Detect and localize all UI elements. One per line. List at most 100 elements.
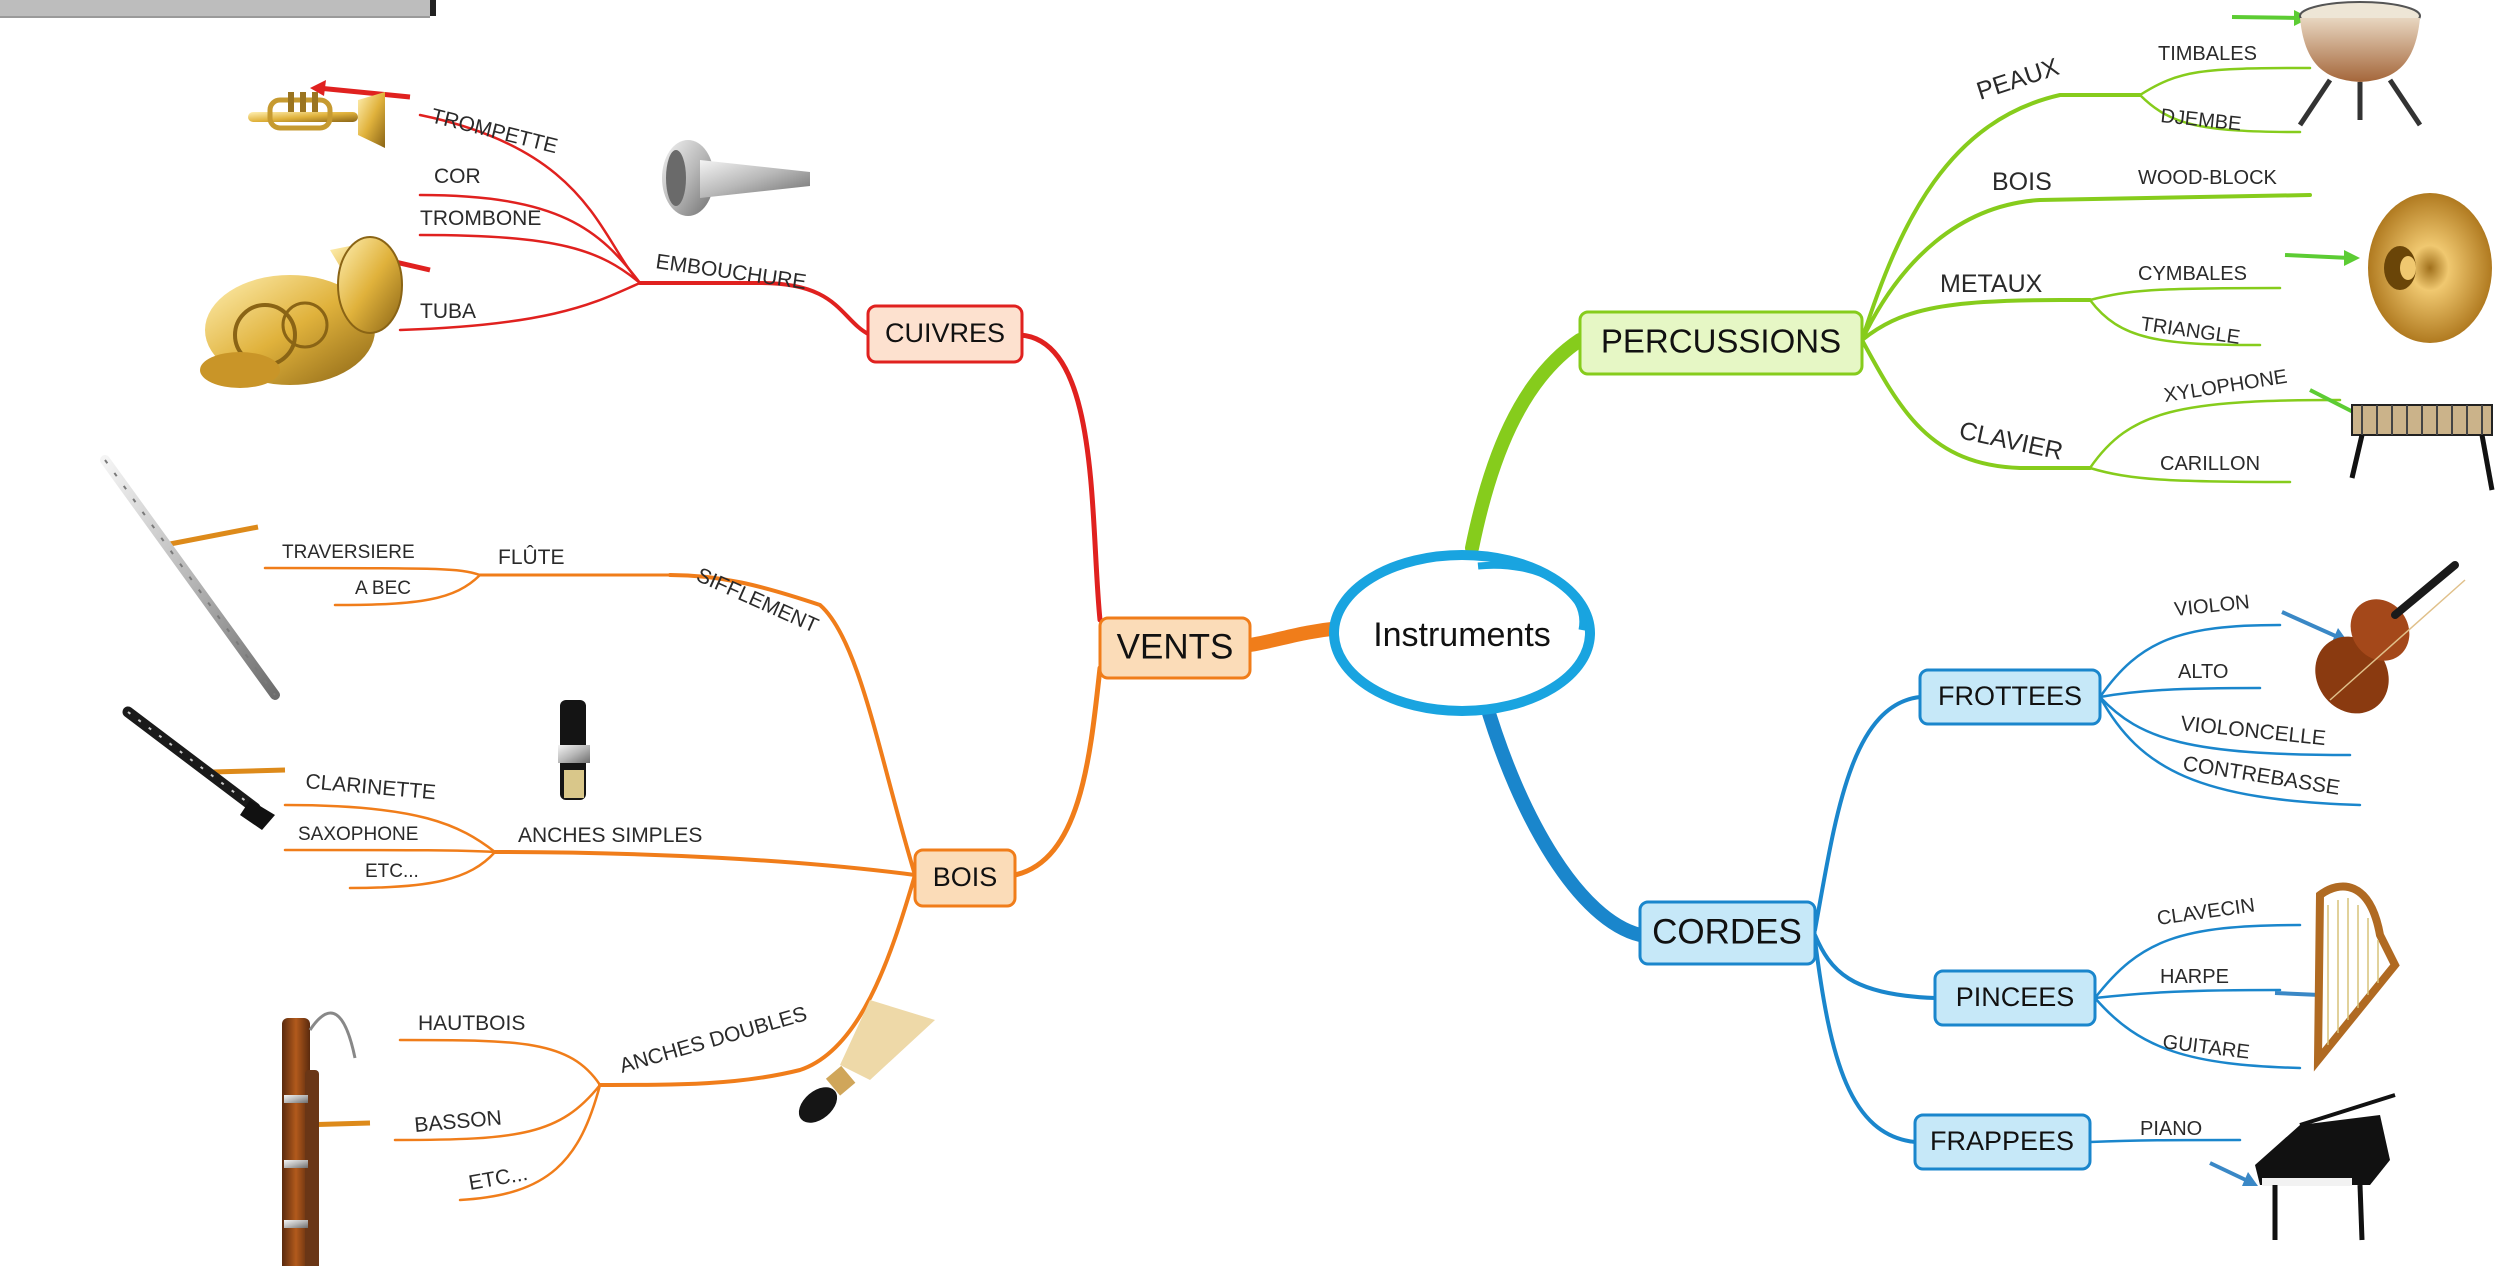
node-cuivres[interactable]: CUIVRES (866, 304, 1024, 364)
cymbal-icon (2368, 193, 2492, 343)
arrow-flute (169, 524, 259, 547)
arrow-timbales (2231, 10, 2310, 26)
branch-bois-anches-doubles (598, 873, 917, 1087)
branch-cordes-pincees (1813, 933, 1937, 1000)
arrow-clarinette (211, 767, 286, 775)
label-piano: PIANO (2140, 1118, 2202, 1140)
node-pincees[interactable]: PINCEES (1933, 969, 2097, 1027)
branch-hautbois (398, 1038, 602, 1087)
branch-vents-bois (1012, 665, 1103, 878)
branch-triangle (2088, 298, 2262, 347)
mouthpiece-icon (662, 140, 810, 216)
label-traversiere: TRAVERSIERE (282, 542, 415, 563)
branch-guitare (2093, 996, 2302, 1070)
branch-carillon (2088, 466, 2292, 484)
branch-cymbales (2088, 286, 2282, 302)
label-trombone: TROMBONE (420, 207, 541, 230)
branch-vents-cuivres (1017, 332, 1103, 623)
window-top-strip (0, 0, 436, 18)
branch-center-cordes (1478, 693, 1647, 942)
label-tuba: TUBA (420, 300, 476, 323)
node-vents-label: VENTS (1117, 627, 1234, 666)
arrow-harpe (2274, 991, 2321, 997)
branch-cordes-frappees (1813, 938, 1917, 1144)
label-hautbois: HAUTBOIS (418, 1012, 525, 1035)
arrow-cymbales (2284, 250, 2360, 266)
branch-lines (263, 66, 2362, 1202)
label-cymbales: CYMBALES (2138, 263, 2247, 285)
branch-djembe (2138, 93, 2302, 134)
bassoon-icon (282, 1011, 357, 1266)
violin-icon (2315, 561, 2466, 714)
timpani-icon (2297, 1, 2423, 127)
branch-etc1 (348, 850, 497, 890)
branch-bois-perc (1860, 193, 2312, 342)
node-pincees-label: PINCEES (1956, 982, 2075, 1012)
node-frappees[interactable]: FRAPPEES (1913, 1113, 2092, 1171)
label-carillon: CARILLON (2160, 453, 2260, 475)
label-saxophone: SAXOPHONE (298, 824, 418, 845)
harp-icon (2313, 882, 2400, 1072)
node-bois[interactable]: BOIS (913, 848, 1017, 908)
label-clarinette: CLARINETTE (305, 770, 437, 804)
branch-cor (418, 193, 642, 285)
label-wood-block: WOOD-BLOCK (2138, 167, 2278, 189)
label-embouchure: EMBOUCHURE (654, 250, 807, 294)
branch-tuba (398, 281, 642, 332)
branch-alto (2098, 686, 2262, 699)
branch-clarinette (283, 803, 497, 854)
node-cuivres-label: CUIVRES (885, 318, 1005, 348)
double-reed-icon (798, 1000, 935, 1123)
label-djembe: DJEMBE (2159, 105, 2242, 135)
label-harpe: HARPE (2160, 966, 2229, 988)
label-violon: VIOLON (2173, 591, 2250, 621)
branch-timbales (2138, 66, 2312, 97)
label-etc1: ETC... (365, 861, 419, 882)
branch-clavier (1860, 338, 2092, 470)
label-cor: COR (434, 165, 481, 188)
center-node[interactable]: Instruments (1329, 550, 1595, 716)
branch-trombone (418, 233, 642, 285)
label-timbales: TIMBALES (2158, 43, 2257, 65)
label-anches-simples: ANCHES SIMPLES (518, 824, 702, 847)
branch-harpe (2093, 988, 2282, 1000)
label-violoncelle: VIOLONCELLE (2179, 712, 2327, 750)
node-percussions[interactable]: PERCUSSIONS (1578, 310, 1864, 376)
branch-cuivres-embouchure (638, 281, 872, 337)
branch-bois-sifflement (668, 573, 917, 877)
node-vents[interactable]: VENTS (1098, 616, 1252, 680)
branch-violon (2098, 623, 2282, 699)
label-anches-doubles: ANCHES DOUBLES (617, 1002, 810, 1078)
trumpet-icon (248, 92, 385, 148)
node-cordes[interactable]: CORDES (1638, 900, 1817, 966)
label-flute: FLÛTE (498, 546, 565, 569)
flute-icon (100, 455, 280, 700)
label-metaux: METAUX (1940, 270, 2043, 298)
node-cordes-label: CORDES (1652, 912, 1802, 951)
tuba-icon (200, 236, 403, 388)
branch-bois-anches-simples (493, 850, 917, 877)
reed-mouthpiece-icon (558, 700, 590, 800)
node-percussions-label: PERCUSSIONS (1601, 323, 1841, 360)
label-a-bec: A BEC (355, 578, 411, 599)
label-alto: ALTO (2178, 661, 2228, 683)
xylophone-icon (2349, 404, 2495, 491)
branch-metaux (1860, 298, 2092, 342)
label-clavecin: CLAVECIN (2156, 894, 2257, 930)
node-bois-label: BOIS (933, 862, 998, 892)
clarinet-icon (122, 706, 275, 830)
branch-basson (393, 1083, 602, 1142)
branch-xylophone (2088, 398, 2342, 470)
node-frappees-label: FRAPPEES (1930, 1126, 2074, 1156)
branch-contrebasse (2098, 695, 2362, 807)
label-bois-perc: BOIS (1992, 168, 2052, 196)
branch-traversiere (263, 566, 482, 577)
arrow-violon (2281, 610, 2348, 642)
branch-center-percussions (1465, 333, 1587, 555)
label-basson: BASSON (413, 1106, 502, 1137)
branch-peaux (1860, 93, 2142, 342)
branch-etc2 (458, 1083, 602, 1202)
node-frottees[interactable]: FROTTEES (1918, 668, 2102, 726)
arrow-trompette (310, 80, 411, 100)
branch-cordes-frottees (1813, 695, 1922, 932)
